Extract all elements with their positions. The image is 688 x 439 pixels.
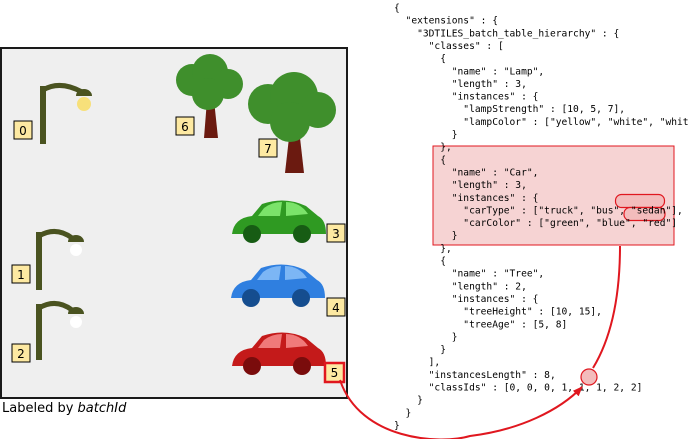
code-line: "treeAge" : [5, 8]	[394, 319, 567, 330]
batch-table-json: { "extensions" : { "3DTILES_batch_table_…	[394, 3, 688, 431]
code-line: }	[394, 332, 458, 343]
car-blue	[231, 264, 325, 307]
car-red	[232, 332, 326, 375]
svg-text:5: 5	[331, 366, 339, 380]
svg-text:0: 0	[19, 124, 27, 138]
code-line: },	[394, 142, 452, 153]
code-line: "name" : "Car",	[394, 167, 538, 178]
svg-text:2: 2	[17, 347, 25, 361]
code-line: },	[394, 243, 452, 254]
badge-2: 2	[11, 343, 31, 363]
code-line: }	[394, 395, 423, 406]
code-line: }	[394, 345, 446, 356]
code-line: "classes" : [	[394, 41, 504, 52]
badge-1: 1	[11, 264, 31, 284]
code-line: "lampColor" : ["yellow", "white", "white…	[394, 117, 688, 128]
tree-7	[248, 72, 336, 173]
code-line: "name" : "Lamp",	[394, 66, 544, 77]
svg-text:4: 4	[332, 301, 340, 315]
badge-3: 3	[326, 223, 346, 243]
code-line: "extensions" : {	[394, 16, 498, 27]
code-line: "lampStrength" : [10, 5, 7],	[394, 104, 625, 115]
badge-4: 4	[326, 297, 346, 317]
street-lamp-1	[36, 229, 84, 290]
code-line: {	[394, 54, 446, 65]
code-line: }	[394, 408, 411, 419]
badge-6: 6	[175, 116, 195, 136]
code-line: "classIds" : [0, 0, 0, 1, 1, 1, 2, 2]	[394, 383, 642, 394]
code-line: ],	[394, 357, 440, 368]
code-line: "carColor" : ["green", "blue", "red"]	[394, 218, 677, 229]
badge-0: 0	[13, 120, 33, 140]
class-id-highlight	[580, 368, 598, 386]
street-lamp-2	[36, 301, 84, 360]
badge-to-classids-arrow	[339, 379, 583, 439]
red-highlight	[623, 206, 666, 222]
caption: Labeled by batchId	[2, 401, 127, 416]
svg-text:1: 1	[17, 268, 25, 282]
code-line: "3DTILES_batch_table_hierarchy" : {	[394, 28, 619, 39]
code-line: "treeHeight" : [10, 15],	[394, 307, 602, 318]
code-line: {	[394, 256, 446, 267]
svg-text:7: 7	[264, 142, 272, 156]
code-line: "instances" : {	[394, 92, 538, 103]
badge-7: 7	[258, 138, 278, 158]
code-line: }	[394, 231, 458, 242]
code-line: }	[394, 420, 400, 431]
code-line: "length" : 2,	[394, 281, 527, 292]
code-line: "length" : 3,	[394, 180, 527, 191]
badge-5: 5	[323, 361, 346, 384]
classids-to-car-arrow	[592, 245, 621, 369]
code-line: }	[394, 130, 458, 141]
code-line: "length" : 3,	[394, 79, 527, 90]
tree-6	[176, 54, 243, 138]
code-line: "instancesLength" : 8,	[394, 370, 556, 381]
code-line: {	[394, 3, 400, 14]
code-line: "instances" : {	[394, 294, 538, 305]
car-green	[232, 200, 326, 243]
code-line: "instances" : {	[394, 193, 538, 204]
code-line: "carType" : ["truck", "bus", "sedan"],	[394, 205, 683, 216]
code-line: "name" : "Tree",	[394, 269, 544, 280]
street-lamp-0	[40, 83, 92, 144]
svg-text:6: 6	[181, 120, 189, 134]
code-line: {	[394, 155, 446, 166]
svg-text:3: 3	[332, 227, 340, 241]
